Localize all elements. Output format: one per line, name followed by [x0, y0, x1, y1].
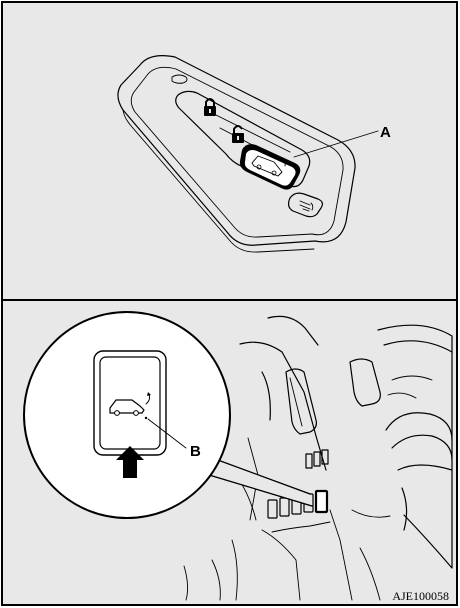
callout-a: A: [380, 124, 391, 141]
figure-code: AJE100058: [392, 589, 449, 603]
dash-tailgate-switch: [316, 491, 327, 512]
callout-b: B: [190, 443, 201, 460]
